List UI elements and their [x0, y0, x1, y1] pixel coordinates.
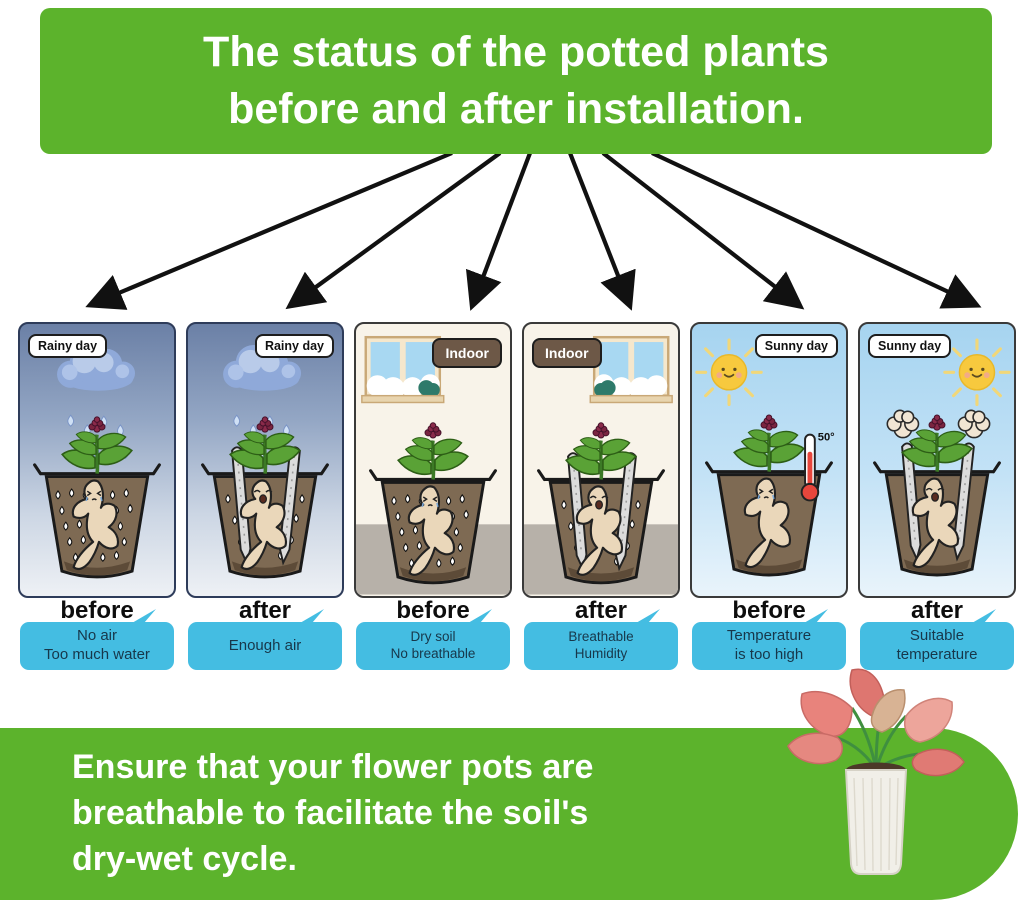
window-icon	[360, 335, 445, 404]
potted-plant-photo	[787, 668, 965, 875]
panel-indoor-before: Indoor	[354, 322, 512, 598]
page-title: The status of the potted plants before a…	[203, 28, 829, 133]
before-label: before	[396, 597, 470, 624]
rainy-before-illustration	[33, 344, 161, 579]
caption-bubble: Dry soil No breathable	[356, 622, 510, 670]
indoor-after-illustration	[524, 335, 678, 595]
title-banner: The status of the potted plants before a…	[40, 8, 992, 154]
steam-puff-icon	[886, 409, 920, 439]
panel-rainy-before: Rainy day	[18, 322, 176, 598]
plant-icon	[734, 415, 804, 472]
plant-icon	[398, 423, 468, 480]
weather-tag: Rainy day	[28, 334, 108, 358]
before-label: before	[60, 597, 134, 624]
sun-icon	[943, 338, 1011, 407]
thermometer-icon	[802, 435, 819, 501]
temperature-label: 50°	[818, 432, 835, 444]
caption-bubble: Temperature is too high	[692, 622, 846, 670]
rainy-after-illustration	[201, 344, 329, 579]
caption-bubble: Suitable temperature	[860, 622, 1014, 670]
caption-bubble: Enough air	[188, 622, 342, 670]
before-label: before	[732, 597, 806, 624]
after-label: after	[238, 597, 292, 624]
sunny-before-illustration: 50°	[695, 338, 835, 577]
footer-text: Ensure that your flower pots are breatha…	[72, 748, 594, 878]
window-icon	[589, 335, 674, 404]
panel-rainy-after: Rainy day	[186, 322, 344, 598]
panel-sunny-after: Sunny day	[858, 322, 1016, 598]
caption-bubble: No air Too much water	[20, 622, 174, 670]
indoor-tag: Indoor	[532, 338, 602, 368]
after-label: after	[910, 597, 964, 624]
sun-icon	[695, 338, 763, 407]
after-label: after	[574, 597, 628, 624]
weather-tag: Sunny day	[754, 334, 838, 358]
panel-sunny-before: 50° Sunny day	[690, 322, 848, 598]
indoor-tag: Indoor	[432, 338, 502, 368]
indoor-before-illustration	[356, 335, 510, 595]
sunny-after-illustration	[873, 338, 1011, 577]
panel-indoor-after: Indoor	[522, 322, 680, 598]
caption-bubble: Breathable Humidity	[524, 622, 678, 670]
weather-tag: Sunny day	[868, 334, 952, 358]
weather-tag: Rainy day	[254, 334, 334, 358]
